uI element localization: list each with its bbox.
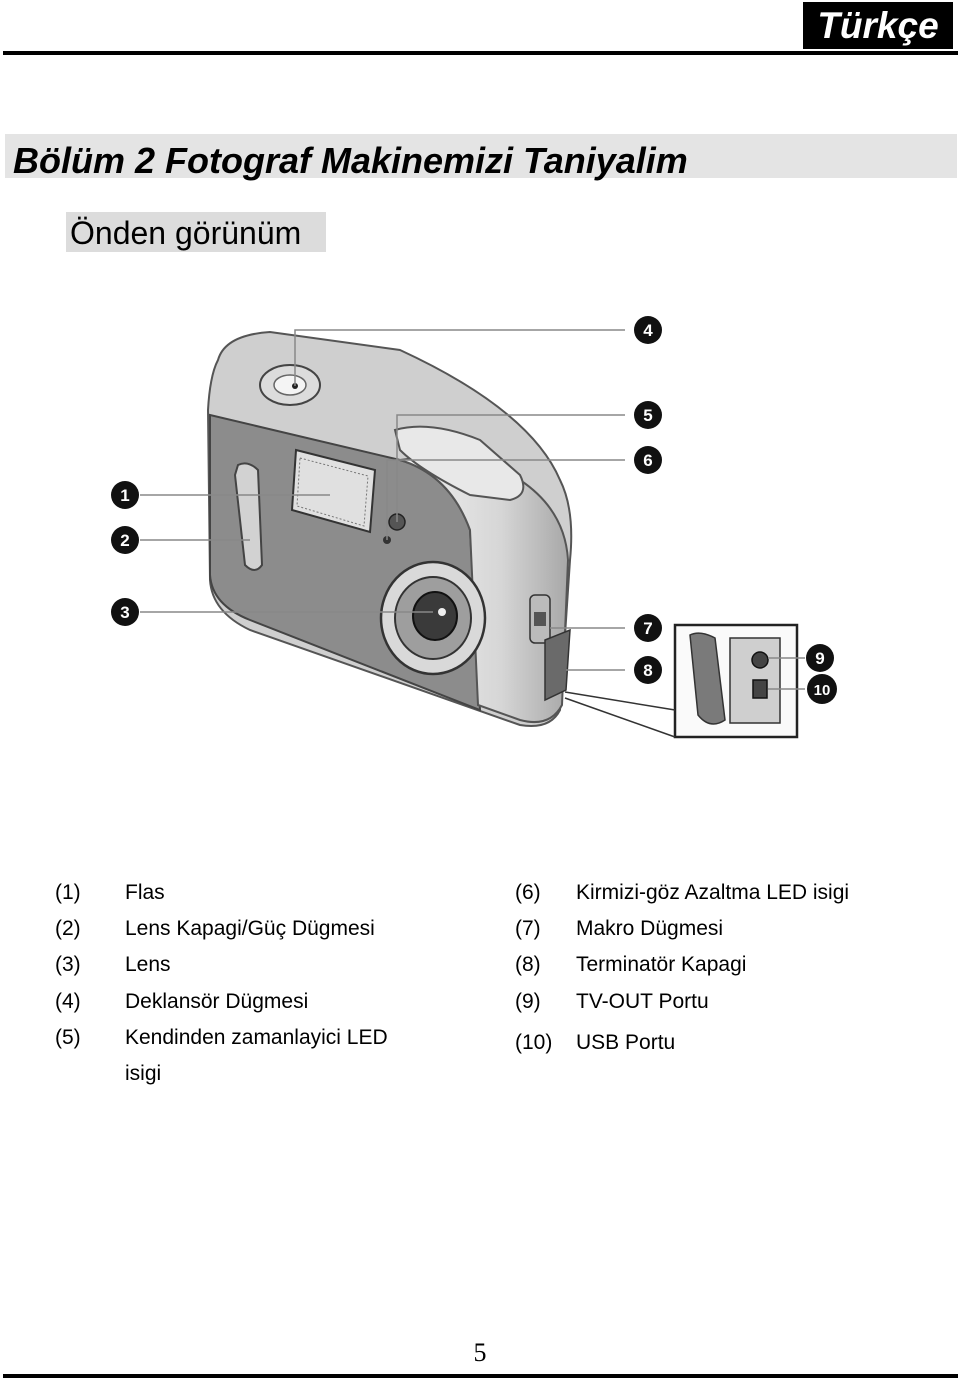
svg-text:1: 1 xyxy=(120,486,129,505)
svg-text:8: 8 xyxy=(643,661,652,680)
legend-text: Lens Kapagi/Güç Dügmesi xyxy=(125,917,375,940)
svg-text:5: 5 xyxy=(643,406,652,425)
legend-text: TV-OUT Portu xyxy=(576,990,709,1013)
callout-10: 10 xyxy=(807,674,837,704)
callout-9: 9 xyxy=(806,644,834,672)
language-badge: Türkçe xyxy=(803,2,953,49)
legend-text: Kendinden zamanlayici LED xyxy=(125,1026,388,1049)
legend-number: (10) xyxy=(515,1031,553,1054)
camera-front-view-figure: 1 2 3 4 5 6 7 8 9 10 xyxy=(111,316,837,739)
svg-text:10: 10 xyxy=(814,682,831,699)
legend-number: (1) xyxy=(55,881,81,904)
svg-text:4: 4 xyxy=(643,321,653,340)
legend-number: (5) xyxy=(55,1026,81,1049)
callout-3: 3 xyxy=(111,598,139,626)
usb-port xyxy=(752,679,768,699)
section-title: Önden görünüm xyxy=(70,215,302,251)
svg-text:6: 6 xyxy=(643,451,652,470)
viewfinder-window xyxy=(393,425,525,502)
svg-text:9: 9 xyxy=(815,649,824,668)
legend-text: USB Portu xyxy=(576,1031,676,1054)
svg-text:7: 7 xyxy=(643,619,652,638)
bottom-rule xyxy=(3,1374,958,1378)
callout-8: 8 xyxy=(634,656,662,684)
callout-5: 5 xyxy=(634,401,662,429)
callout-2: 2 xyxy=(111,526,139,554)
terminal-cover xyxy=(544,628,571,702)
callout-1: 1 xyxy=(111,481,139,509)
legend-number: (2) xyxy=(55,917,81,940)
legend-number: (8) xyxy=(515,953,541,976)
legend-text: isigi xyxy=(125,1062,162,1085)
section-box: Önden görünüm xyxy=(66,212,326,252)
callout-4: 4 xyxy=(634,316,662,344)
svg-text:2: 2 xyxy=(120,531,129,550)
legend-text: Lens xyxy=(125,953,171,976)
callout-7: 7 xyxy=(634,614,662,642)
legend-text: Makro Dügmesi xyxy=(576,917,724,940)
page-number: 5 xyxy=(473,1338,487,1367)
flash-window xyxy=(290,448,377,534)
tv-out-port xyxy=(751,651,769,669)
legend-number: (7) xyxy=(515,917,541,940)
chapter-bar: Bölüm 2 Fotograf Makinemizi Taniyalim xyxy=(5,134,957,181)
legend-number: (9) xyxy=(515,990,541,1013)
callout-6: 6 xyxy=(634,446,662,474)
legend-item-5-continued: isigi xyxy=(125,1061,161,1087)
legend-text: Terminatör Kapagi xyxy=(576,953,747,976)
legend-text: Flas xyxy=(125,881,165,904)
lens-glass xyxy=(412,591,458,641)
legend-number: (6) xyxy=(515,881,541,904)
top-rule xyxy=(3,51,958,55)
legend-number: (4) xyxy=(55,990,81,1013)
svg-text:3: 3 xyxy=(120,603,129,622)
lens-cover-slider xyxy=(233,462,264,571)
legend-number: (3) xyxy=(55,953,81,976)
chapter-title: Bölüm 2 Fotograf Makinemizi Taniyalim xyxy=(13,140,688,181)
legend-text: Deklansör Dügmesi xyxy=(125,990,309,1013)
legend-text: Kirmizi-göz Azaltma LED isigi xyxy=(576,881,850,904)
